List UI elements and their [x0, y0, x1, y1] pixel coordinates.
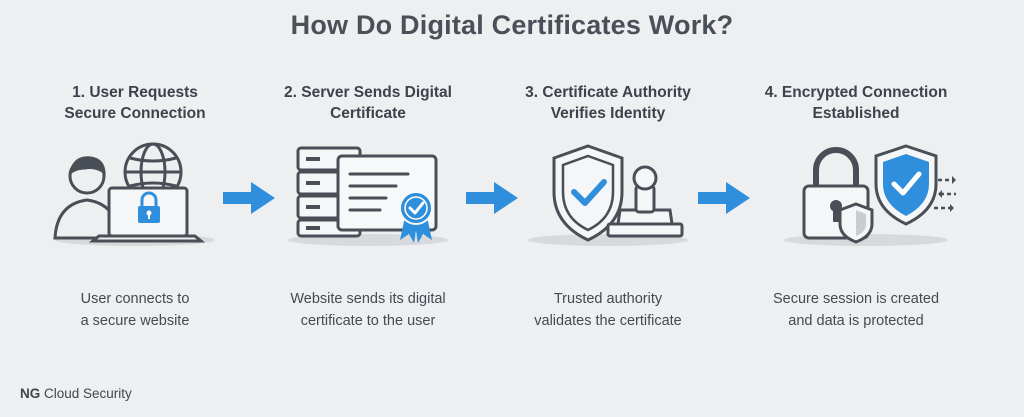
- step-1-description: User connects to a secure website: [80, 291, 190, 329]
- footer-brand: NG Cloud Security: [20, 386, 132, 401]
- server-certificate-icon: [248, 140, 488, 252]
- arrow-right-icon: [223, 182, 275, 214]
- step-2-description: Website sends its digital certificate to…: [290, 291, 446, 329]
- padlock-shield-icon: [736, 140, 976, 252]
- arrow-right-icon: [698, 182, 750, 214]
- step-2-title: 2. Server Sends Digital Certificate: [284, 84, 452, 122]
- footer-brand-logo: NG: [20, 386, 41, 401]
- step-3-title: 3. Certificate Authority Verifies Identi…: [525, 84, 691, 122]
- step-4: 4. Encrypted Connection Established: [736, 82, 976, 332]
- step-3-description: Trusted authority validates the certific…: [534, 291, 682, 329]
- user-laptop-globe-lock-icon: [15, 140, 255, 252]
- arrow-right-icon: [466, 182, 518, 214]
- footer-brand-text: Cloud Security: [40, 386, 132, 401]
- step-1-title: 1. User Requests Secure Connection: [64, 84, 206, 122]
- step-3: 3. Certificate Authority Verifies Identi…: [488, 82, 728, 332]
- step-4-description: Secure session is created and data is pr…: [772, 291, 940, 329]
- step-4-title: 4. Encrypted Connection Established: [764, 84, 948, 122]
- step-2: 2. Server Sends Digital Certificate: [248, 82, 488, 332]
- step-1: 1. User Requests Secure Connection: [15, 82, 255, 332]
- shield-stamp-icon: [488, 140, 728, 252]
- page-title: How Do Digital Certificates Work?: [290, 10, 734, 40]
